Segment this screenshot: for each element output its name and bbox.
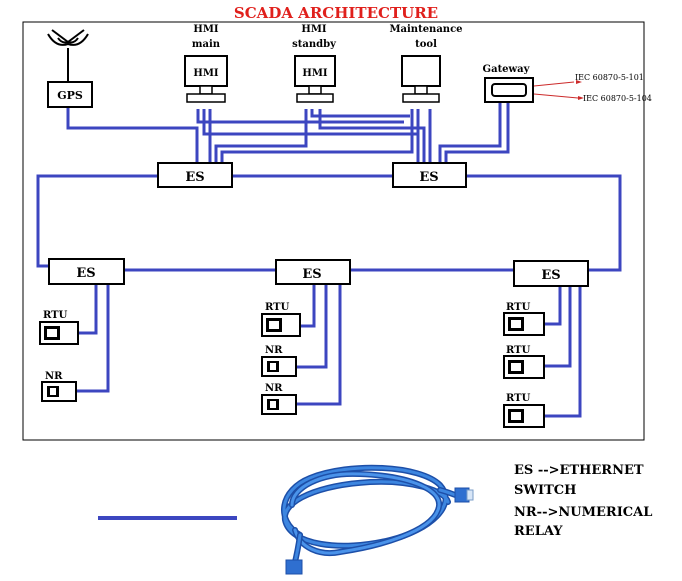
link-es3-nr xyxy=(76,284,110,393)
hmi-main-caption-2: main xyxy=(192,39,221,50)
es5-label: ES xyxy=(541,268,560,283)
es1-label: ES xyxy=(185,170,204,185)
hmi-standby-caption-1: HMI xyxy=(301,24,327,35)
hmi-standby-screen-label: HMI xyxy=(302,68,328,79)
hmi-main-monitor-icon xyxy=(184,55,228,103)
protocol-arrow-101-head xyxy=(576,80,582,84)
link-es4-rtu xyxy=(300,284,316,328)
es4-label: ES xyxy=(302,267,321,282)
es2-label: ES xyxy=(419,170,438,185)
diagram-title: SCADA ARCHITECTURE xyxy=(234,4,438,22)
maintenance-caption-1: Maintenance xyxy=(389,24,462,35)
ethernet-switch-1: ES xyxy=(157,162,233,188)
legend-nr-line1: NR-->NUMERICAL xyxy=(514,505,652,520)
gps-antenna-icon xyxy=(47,29,89,82)
ethernet-switch-5: ES xyxy=(513,260,589,287)
link-es5-rtu3 xyxy=(544,284,582,418)
es3-label: ES xyxy=(76,266,95,281)
link-gps-es1 xyxy=(66,107,199,162)
rtu-right-1-icon xyxy=(503,312,545,336)
ethernet-switch-3: ES xyxy=(48,258,125,285)
ethernet-cable-icon xyxy=(281,464,461,569)
network-links xyxy=(36,102,622,418)
hmi-main-caption-1: HMI xyxy=(193,24,219,35)
hmi-standby-caption-2: standby xyxy=(292,39,337,50)
rtu-label-left: RTU xyxy=(43,310,68,321)
rtu-right-2-icon xyxy=(503,355,545,379)
legend-es-line1: ES -->ETHERNET xyxy=(514,463,644,478)
link-es3-rtu xyxy=(78,284,98,335)
nr-label-middle-2: NR xyxy=(265,383,283,394)
hmi-standby-monitor-icon xyxy=(294,55,336,103)
link-hmi-sb-es2 xyxy=(318,109,426,162)
link-es4-nr1 xyxy=(296,284,328,369)
nr-label-middle-1: NR xyxy=(265,345,283,356)
rtu-label-right-2: RTU xyxy=(506,345,531,356)
nr-middle-1-icon xyxy=(261,356,297,377)
nr-left-icon xyxy=(41,381,77,402)
rtu-label-middle: RTU xyxy=(265,302,290,313)
link-gw-es2a xyxy=(438,102,502,162)
maintenance-tool-monitor-icon xyxy=(401,55,441,103)
link-es5-rtu2 xyxy=(544,284,572,368)
diagram-frame xyxy=(22,21,645,441)
rtu-right-3-icon xyxy=(503,404,545,428)
link-es2-es5 xyxy=(466,174,622,272)
link-es4-nr2 xyxy=(296,284,342,406)
ethernet-switch-2: ES xyxy=(392,162,467,188)
link-hmi-main-a xyxy=(196,109,404,124)
link-gw-es2b xyxy=(444,102,510,162)
ethernet-switch-4: ES xyxy=(275,259,351,285)
protocol-arrows xyxy=(533,81,579,99)
nr-middle-2-icon xyxy=(261,394,297,415)
protocol-arrow-104-head xyxy=(578,96,584,100)
rtu-label-right-3: RTU xyxy=(506,393,531,404)
protocol-101-label: IEC 60870-5-101 xyxy=(575,73,644,82)
link-hmi-sb-es1 xyxy=(214,109,308,162)
link-hmi-sb-a xyxy=(310,109,410,118)
nr-label-left: NR xyxy=(45,371,63,382)
link-es5-rtu1 xyxy=(544,284,562,326)
maintenance-caption-2: tool xyxy=(415,39,437,50)
link-mt-es1 xyxy=(220,109,414,162)
gateway-label: Gateway xyxy=(483,64,531,75)
hmi-main-screen-label: HMI xyxy=(193,68,219,79)
rj45-connector-icon xyxy=(285,487,474,575)
gateway-icon xyxy=(484,77,534,103)
legend-nr-line2: RELAY xyxy=(514,524,563,539)
protocol-104-label: IEC 60870-5-104 xyxy=(583,94,652,103)
link-es1-es3 xyxy=(36,174,160,268)
rtu-left-icon xyxy=(39,321,79,345)
gps-label: GPS xyxy=(57,89,83,102)
legend-es-line2: SWITCH xyxy=(514,483,576,498)
rtu-label-right-1: RTU xyxy=(506,302,531,313)
link-hmi-main-b xyxy=(202,109,418,136)
gps-box xyxy=(47,81,93,108)
rtu-middle-icon xyxy=(261,313,301,337)
